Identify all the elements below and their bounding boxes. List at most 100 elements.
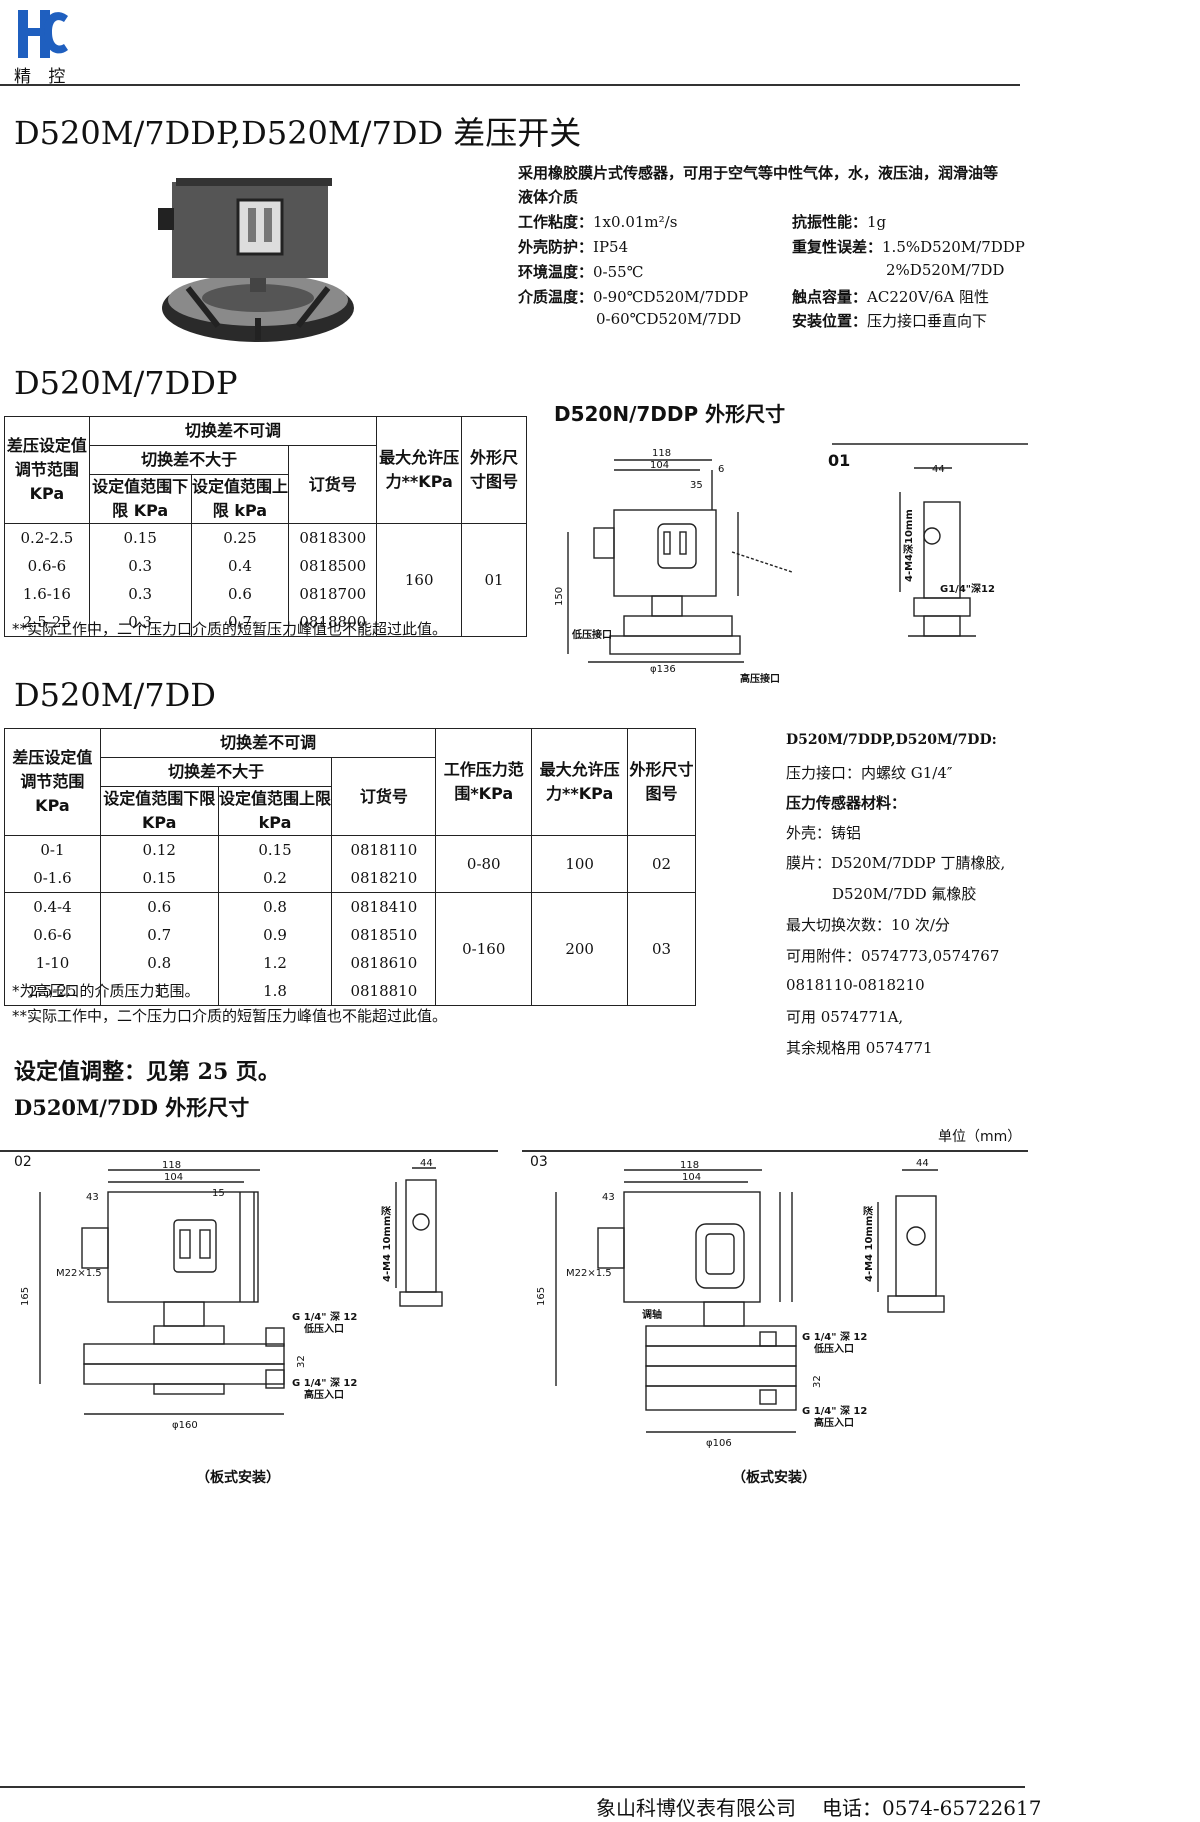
- section2-note2: **实际工作中，二个压力口介质的短暂压力峰值也不能超过此值。: [12, 1007, 448, 1025]
- dim-35: 35: [690, 480, 703, 491]
- footer-company: 象山科博仪表有限公司: [596, 1796, 796, 1820]
- high-inlet-label: 高压入口: [304, 1388, 344, 1401]
- max-pressure-value: 160: [376, 523, 463, 637]
- page-title: D520M/7DDP,D520M/7DD 差压开关: [14, 114, 582, 152]
- dim-43: 43: [86, 1192, 99, 1203]
- high-port: 高压接口: [740, 672, 780, 685]
- dim-44: 44: [932, 464, 945, 475]
- dim-104: 104: [164, 1172, 183, 1183]
- drawing-no-value: 01: [461, 523, 527, 637]
- col-drawing: 外形尺寸图号: [627, 728, 696, 836]
- dim-32: 32: [812, 1375, 823, 1388]
- dim-118: 118: [162, 1160, 181, 1171]
- footer-divider: [0, 1786, 1025, 1788]
- dim-136: φ136: [650, 664, 676, 675]
- drawing-01: 118 104 6 35 150 φ136 低压接口 高压接口 G1/4"深12…: [554, 443, 1028, 685]
- drawing-code-01: 01: [828, 451, 850, 470]
- spec-medium-temp-2: 0-60℃D520M/7DD: [596, 310, 742, 328]
- section1-note: **实际工作中，二个压力口介质的短暂压力峰值也不能超过此值。: [12, 620, 448, 638]
- header-divider: [0, 84, 1020, 86]
- col-max-pressure: 最大允许压力**KPa: [531, 728, 629, 836]
- spec-repeatability: 重复性误差：1.5%D520M/7DDP: [792, 238, 1025, 256]
- g-high-label: G 1/4" 深 12: [802, 1404, 867, 1417]
- low-inlet-label: 低压入口: [303, 1322, 344, 1335]
- m4-label: 4-M4深10mm: [902, 509, 915, 582]
- low-port: 低压接口: [571, 628, 612, 641]
- col-max-pressure: 最大允许压力**KPa: [376, 416, 463, 524]
- g-low-label: G 1/4" 深 12: [292, 1310, 357, 1323]
- col-switch-max: 切换差不大于: [88, 445, 290, 475]
- col-range: 差压设定值调节范围 KPa: [4, 728, 101, 836]
- dim-15: 15: [212, 1188, 225, 1199]
- dim-160: φ160: [172, 1420, 198, 1431]
- spec-contact: 触点容量：AC220V/6A 阻性: [792, 288, 989, 306]
- section2-heading: D520M/7DD: [14, 676, 216, 714]
- m4-label: 4-M4 10mm深: [862, 1206, 875, 1282]
- footer-phone: 电话：0574-65722617: [822, 1796, 1042, 1820]
- m22-label: M22×1.5: [56, 1268, 102, 1279]
- drawing-02: 02 118 104 43 15 M22×1.5 165 φ160 G 1/4"…: [14, 1154, 443, 1486]
- intro-line2: 液体介质: [518, 188, 579, 206]
- low-inlet-label: 低压入口: [813, 1342, 854, 1355]
- dim-6: 6: [718, 464, 724, 475]
- col-work: 工作压力范围*KPa: [435, 728, 533, 836]
- g-high-label: G 1/4" 深 12: [292, 1376, 357, 1389]
- drawing-03-caption: （板式安装）: [732, 1469, 816, 1486]
- product-photo: [158, 168, 358, 348]
- section1-drawing-title: D520N/7DDP 外形尺寸: [554, 402, 786, 426]
- drawing-02-caption: （板式安装）: [196, 1469, 280, 1486]
- dims-title: D520M/7DD 外形尺寸: [14, 1095, 250, 1120]
- dim-165: 165: [536, 1287, 547, 1306]
- col-lower: 设定值范围下限 KPa: [88, 474, 192, 524]
- dim-150: 150: [554, 587, 565, 606]
- drawing-03-top-border: [522, 1150, 1028, 1152]
- col-range: 差压设定值调节范围 KPa: [4, 416, 90, 524]
- adjust-text: 设定值调整：见第 25 页。: [14, 1059, 280, 1085]
- logo: [14, 6, 72, 62]
- logo-text: 精 控: [14, 67, 72, 87]
- dim-104: 104: [650, 460, 669, 471]
- spec-medium-temp: 介质温度：0-90℃D520M/7DDP: [518, 288, 749, 306]
- spec-viscosity: 工作粘度：1x0.01m²/s: [518, 213, 678, 231]
- dim-104: 104: [682, 1172, 701, 1183]
- dim-118: 118: [680, 1160, 699, 1171]
- m4-label: 4-M4 10mm深: [380, 1206, 393, 1282]
- drawing-03: 03 118 104 43 M22×1.5 165 φ106 调轴 G 1/4"…: [530, 1154, 945, 1486]
- m22-label: M22×1.5: [566, 1268, 612, 1279]
- unit-label: 单位（mm）: [938, 1129, 1022, 1145]
- high-inlet-label: 高压入口: [814, 1416, 854, 1429]
- section2-table: 差压设定值调节范围 KPa 切换差不可调 工作压力范围*KPa 最大允许压力**…: [4, 728, 696, 1006]
- dim-118: 118: [652, 448, 671, 459]
- drawing-02-top-border: [0, 1150, 498, 1152]
- col-switch-group: 切换差不可调: [99, 728, 437, 758]
- logo-mark-icon: [18, 10, 68, 58]
- col-upper: 设定值范围上限 kPa: [190, 474, 290, 524]
- section1-heading: D520M/7DDP: [14, 364, 238, 402]
- col-order: 订货号: [331, 757, 437, 836]
- section1-table: 差压设定值调节范围 KPa 切换差不可调 最大允许压力**KPa 外形尺寸图号 …: [4, 416, 527, 637]
- dim-106: φ106: [706, 1438, 732, 1449]
- col-lower: 设定值范围下限 KPa: [99, 786, 219, 836]
- drawing-02-code: 02: [14, 1154, 32, 1170]
- spec-repeatability-2: 2%D520M/7DD: [886, 261, 1005, 279]
- col-drawing: 外形尺寸图号: [461, 416, 527, 524]
- spec-protection: 外壳防护：IP54: [518, 238, 629, 256]
- dim-44: 44: [916, 1158, 929, 1169]
- intro-line1: 采用橡胶膜片式传感器，可用于空气等中性气体，水，液压油，润滑油等: [518, 164, 999, 182]
- col-upper: 设定值范围上限 kPa: [217, 786, 333, 836]
- dim-165: 165: [20, 1287, 31, 1306]
- dim-44: 44: [420, 1158, 433, 1169]
- knob-label: 调轴: [642, 1308, 662, 1321]
- spec-ambient-temp: 环境温度：0-55℃: [518, 263, 644, 281]
- g14-label: G1/4"深12: [940, 582, 995, 595]
- drawing-03-code: 03: [530, 1154, 548, 1170]
